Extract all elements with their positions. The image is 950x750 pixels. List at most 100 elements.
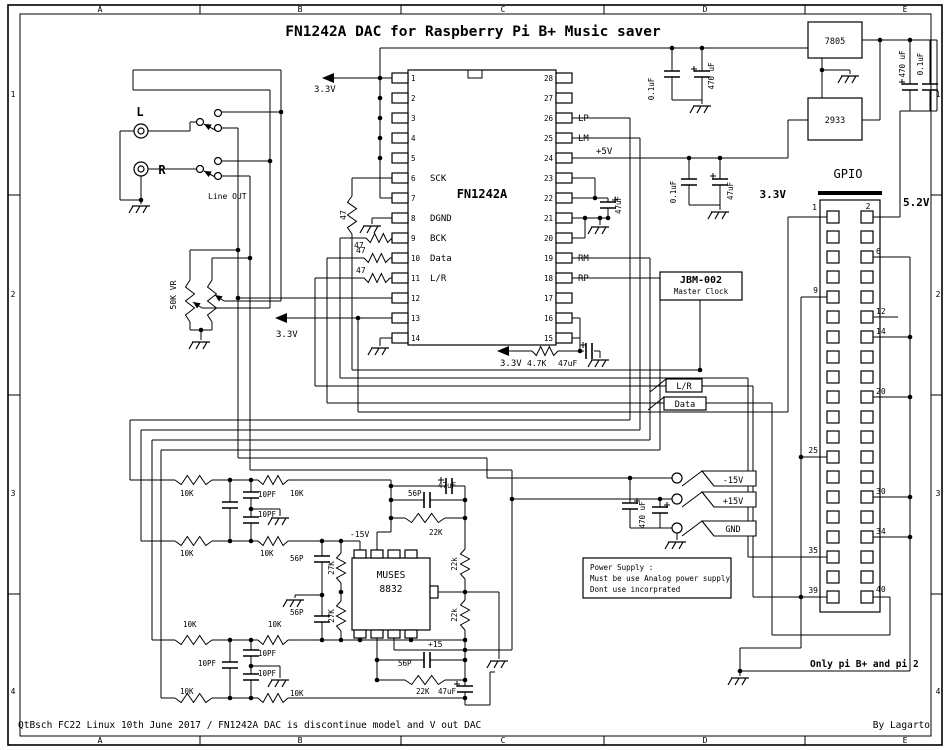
resistor: [174, 474, 213, 486]
net-label-3v3: 3.3V: [314, 85, 336, 95]
junction-dot: [248, 538, 254, 544]
regulator-2933-box: [807, 97, 863, 141]
frame-col-label: A: [98, 5, 103, 14]
gpio-3v3-label: 3.3V: [760, 188, 787, 201]
cap-value: 47uF: [614, 195, 623, 214]
gpio-pin-square: [860, 410, 874, 424]
gpio-pin-square: [860, 570, 874, 584]
ic-pin-label: Data: [430, 254, 452, 264]
junction-dot: [907, 534, 913, 540]
frame-row-label: 4: [936, 687, 941, 696]
net-label-m15v: -15V: [350, 530, 369, 539]
junction-dot: [819, 67, 825, 73]
ground-icon: [128, 205, 150, 214]
flag-gnd: [700, 520, 757, 537]
resistor: [335, 600, 347, 632]
resistor: [335, 552, 347, 584]
junction-dot: [577, 348, 583, 354]
resistor: [365, 232, 393, 244]
wire: [681, 491, 703, 508]
ic-pin-number: 13: [411, 314, 420, 323]
junction-dot: [377, 155, 383, 161]
junction-dot: [388, 483, 394, 489]
junction-dot: [227, 695, 233, 701]
resistor-value: 10K: [183, 620, 197, 629]
cap-value: 56P: [398, 659, 412, 668]
capacitor: [664, 70, 680, 78]
opamp-pin-stub: [353, 629, 367, 639]
resistor-value: 22k: [450, 557, 459, 571]
junction-dot: [627, 475, 633, 481]
pot-value: 50K VR: [169, 280, 178, 309]
ic-pin-number: 9: [411, 234, 416, 243]
capacitor: [681, 178, 697, 186]
ic-pin-number: 27: [544, 94, 553, 103]
ic-pin-number: 19: [544, 254, 553, 263]
ic-pin-stub: [555, 272, 573, 284]
ic-pin-stub: [391, 212, 409, 224]
data-net-flag-box: [663, 396, 707, 411]
opamp-pin-stub: [370, 549, 384, 559]
resistor-value: 10K: [180, 549, 194, 558]
wiper-arrowhead: [193, 302, 201, 309]
resistor: [363, 272, 391, 284]
gpio-pin-number: 30: [876, 487, 886, 496]
junction-dot: [877, 37, 883, 43]
ic-pin-stub: [555, 252, 573, 264]
junction-dot: [597, 215, 603, 221]
net-label-3v3: 3.3V: [276, 330, 298, 340]
gpio-pin-square: [860, 270, 874, 284]
frame-col-label: E: [903, 736, 908, 745]
capacitor: [902, 83, 918, 91]
capacitor: [445, 478, 453, 494]
gpio-connector: [819, 199, 881, 613]
gpio-pin-square: [826, 290, 840, 304]
junction-dot: [907, 334, 913, 340]
capacitor: [712, 178, 728, 186]
gpio-pin-square: [826, 270, 840, 284]
junction-dot: [377, 95, 383, 101]
frame-row-label: 2: [11, 290, 16, 299]
wiper-arrowhead: [215, 295, 223, 302]
ic-pin-stub: [391, 272, 409, 284]
capacitor: [243, 491, 259, 499]
gpio-pin-square: [826, 470, 840, 484]
net-arrow: [275, 313, 287, 323]
ic-pin-stub: [391, 192, 409, 204]
ic-pin-number: 17: [544, 294, 553, 303]
ic-pin1-notch: [467, 70, 483, 79]
resistor-value: 10K: [290, 489, 304, 498]
footer-left: QtBsch FC22 Linux 10th June 2017 / FN124…: [18, 720, 481, 731]
gpio-pin-square: [860, 370, 874, 384]
cap-value: 56P: [290, 554, 304, 563]
resistor: [257, 634, 289, 646]
resistor: [404, 674, 446, 686]
ic-pin-number: 1: [411, 74, 416, 83]
ic-pin-number: 28: [544, 74, 554, 83]
gpio-pin-square: [826, 350, 840, 364]
gpio-pin-square: [826, 450, 840, 464]
cap-value: 10PF: [258, 669, 277, 678]
resistor-value: 22K: [429, 528, 443, 537]
ic-pin-stub: [555, 312, 573, 324]
gpio-pin-number: 2: [866, 202, 871, 211]
ic-pin-stub: [391, 332, 409, 344]
gpio-pin-square: [860, 470, 874, 484]
ic-pin-stub: [391, 112, 409, 124]
junction-dot: [319, 637, 325, 643]
capacitor: [314, 555, 330, 563]
switch-contact: [195, 117, 205, 127]
regulator-7805-box: [807, 21, 863, 59]
capacitor: [243, 649, 259, 657]
ic-pin-number: 15: [544, 334, 553, 343]
power-note-line: Power Supply :: [590, 563, 653, 572]
plus-polarity-mark: [664, 502, 670, 508]
plus-polarity-mark: [899, 79, 905, 85]
gpio-pin-square: [826, 490, 840, 504]
cap-value: 56P: [408, 489, 422, 498]
junction-dot: [338, 538, 344, 544]
gpio-pin-number: 34: [876, 527, 886, 536]
ic-pin-number: 18: [544, 274, 554, 283]
resistor: [174, 692, 213, 704]
junction-dot: [248, 477, 254, 483]
